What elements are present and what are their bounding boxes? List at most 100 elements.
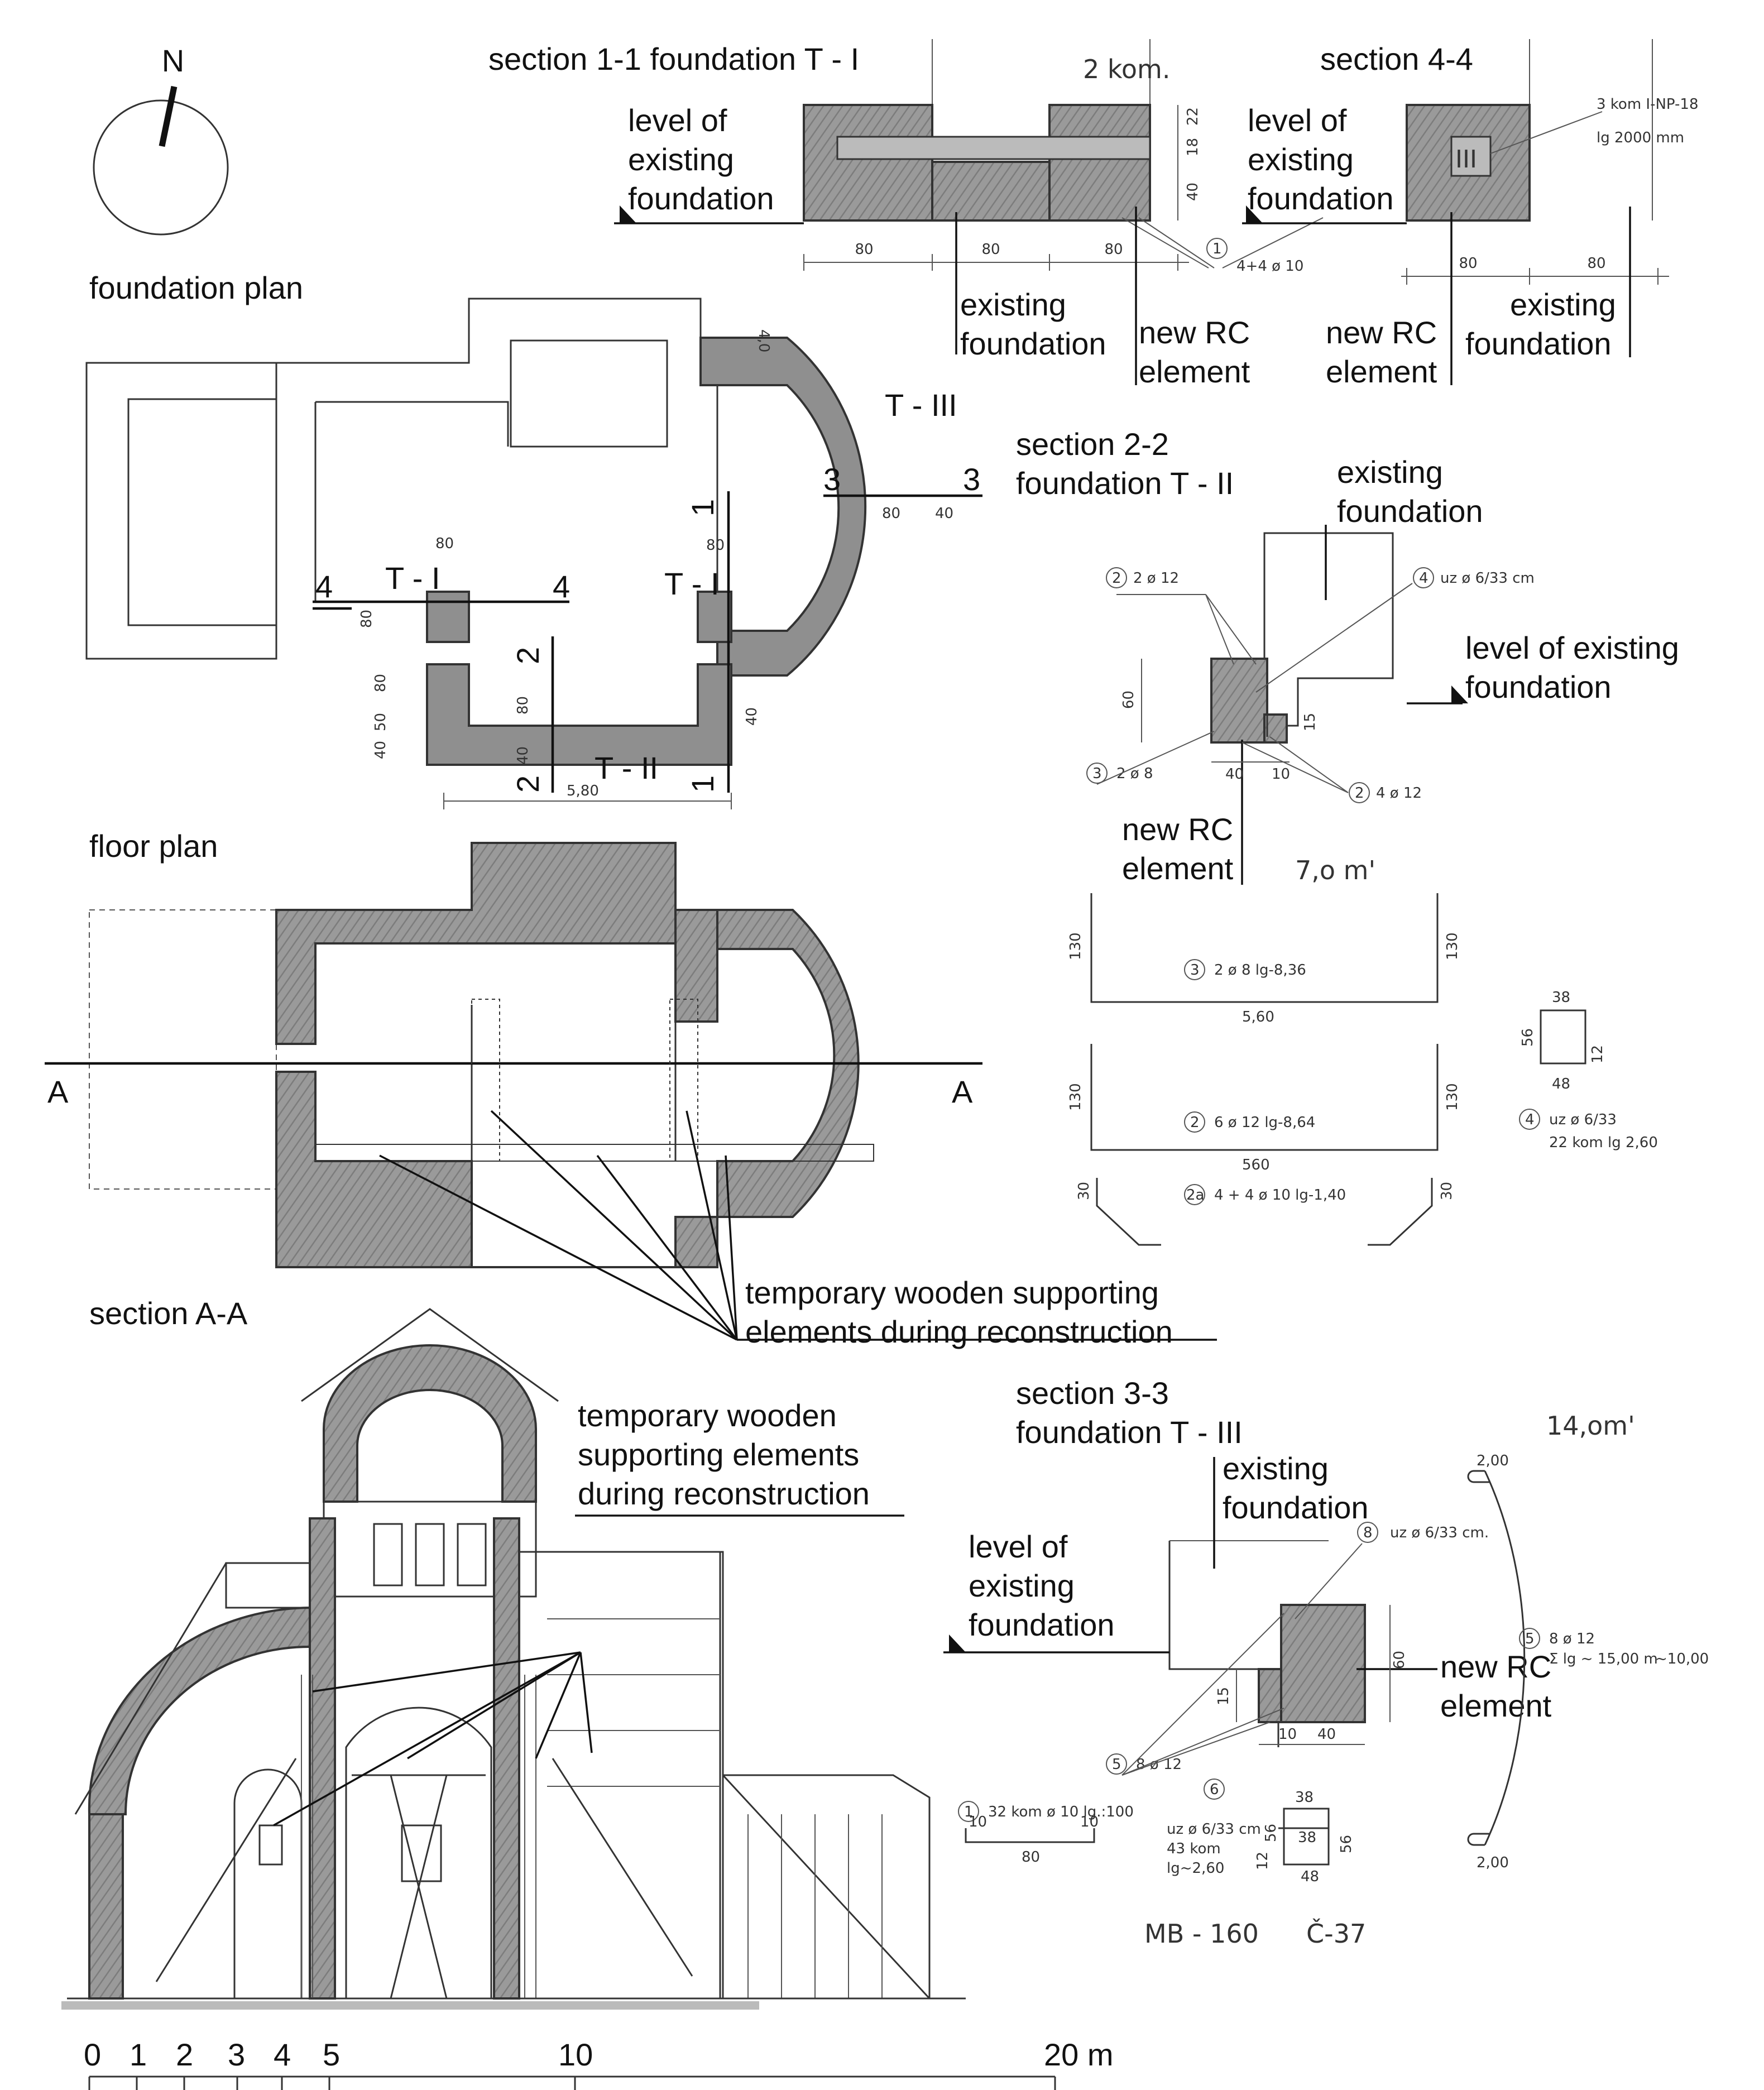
ring-bar-schedule: 14,om' 2,00 2,00 ~10,00 5 8 ø 12 Σ lg ~ … bbox=[1467, 1411, 1709, 1871]
plan-dim-40-v: 40 bbox=[372, 741, 389, 759]
s33-dim-60: 60 bbox=[1391, 1651, 1408, 1669]
s33-bar-6-line3: lg~2,60 bbox=[1167, 1860, 1224, 1877]
s22-bar-4-mark: 4 bbox=[1419, 570, 1429, 587]
s44-level-2: existing bbox=[1248, 142, 1354, 177]
scale-2: 2 bbox=[176, 2037, 193, 2072]
s22-existing-2: foundation bbox=[1337, 493, 1483, 529]
bar-1-mark: 1 bbox=[1212, 241, 1222, 257]
bar2-dim-130-l: 130 bbox=[1067, 1083, 1084, 1111]
s22-bar-4-note: uz ø 6/33 cm bbox=[1440, 570, 1535, 587]
cut-4-right: 4 bbox=[553, 569, 570, 604]
section-3-3-subtitle: foundation T - III bbox=[1016, 1415, 1243, 1450]
section-3-3-title: section 3-3 bbox=[1016, 1375, 1169, 1411]
stir-48: 48 bbox=[1552, 1076, 1570, 1092]
s33-existing-2: foundation bbox=[1223, 1490, 1369, 1525]
north-label: N bbox=[162, 43, 184, 78]
dim-22: 22 bbox=[1185, 107, 1201, 126]
plan-t3: T - III bbox=[885, 387, 957, 423]
plan-dim-50: 50 bbox=[372, 713, 389, 731]
scale-4: 4 bbox=[274, 2037, 291, 2072]
s33-bar1-10b: 10 bbox=[1080, 1814, 1099, 1830]
s22-existing-1: existing bbox=[1337, 454, 1443, 490]
plan-t2: T - II bbox=[595, 750, 658, 785]
s22-dim-60: 60 bbox=[1120, 691, 1137, 709]
concrete-grade: MB - 160 bbox=[1144, 1919, 1259, 1949]
scale-bar: 0 1 2 3 4 5 10 20 m bbox=[84, 2037, 1114, 2090]
bar-schedule-2-2: 130 130 3 2 ø 8 lg-8,36 5,60 130 130 2 6… bbox=[1067, 893, 1658, 1246]
s33-bar-6-mark: 6 bbox=[1210, 1781, 1219, 1798]
s33-bar1-80: 80 bbox=[1022, 1849, 1040, 1866]
dim-80-c: 80 bbox=[1104, 241, 1123, 258]
floor-temp-2: elements during reconstruction bbox=[745, 1314, 1173, 1349]
plan-dim-80-apse: 80 bbox=[882, 505, 900, 522]
s11-level-2: existing bbox=[628, 142, 734, 177]
north-compass: N bbox=[93, 43, 229, 236]
scale-3: 3 bbox=[228, 2037, 245, 2072]
s22-bar-2b-mark: 2 bbox=[1355, 785, 1364, 802]
plan-t1-left: T - I bbox=[385, 560, 440, 596]
aa-temp-1: temporary wooden bbox=[578, 1398, 837, 1433]
ring-bar-length: Σ lg ~ 15,00 m bbox=[1549, 1651, 1658, 1667]
s22-dim-15: 15 bbox=[1302, 713, 1319, 731]
s11-newrc-1: new RC bbox=[1139, 315, 1250, 350]
aa-temp-3: during reconstruction bbox=[578, 1476, 870, 1511]
s44-existing-1: existing bbox=[1510, 287, 1616, 322]
foundation-plan-drawing: T - I T - I T - II T - III 4 4 2 2 1 1 3… bbox=[85, 298, 982, 809]
section-2-2-title: section 2-2 bbox=[1016, 426, 1169, 462]
cut-3-left: 3 bbox=[823, 462, 841, 497]
kom-note: 2 kom. bbox=[1083, 54, 1170, 84]
section-a-right: A bbox=[952, 1074, 973, 1109]
stir-12: 12 bbox=[1589, 1045, 1606, 1063]
s11-existing-1: existing bbox=[960, 287, 1066, 322]
s22-level-2: foundation bbox=[1465, 669, 1612, 704]
s33-bar-6-line1: uz ø 6/33 cm bbox=[1167, 1821, 1261, 1838]
bar2a-mark: 2a bbox=[1186, 1187, 1204, 1204]
cut-1-top: 1 bbox=[685, 499, 720, 516]
cut-1-bottom: 1 bbox=[685, 775, 720, 793]
plan-dim-80-v2: 80 bbox=[372, 674, 389, 692]
floor-plan-title: floor plan bbox=[89, 828, 218, 864]
section-1-1-title: section 1-1 foundation T - I bbox=[488, 41, 859, 76]
bar-4x4-note: 4+4 ø 10 bbox=[1236, 258, 1303, 275]
plan-dim-40-apse: 40 bbox=[935, 505, 953, 522]
plan-dim-40-s2: 40 bbox=[515, 746, 531, 765]
s22-newrc-1: new RC bbox=[1122, 812, 1233, 847]
s44-dim-80-b: 80 bbox=[1587, 255, 1605, 272]
bar2-mark: 2 bbox=[1190, 1114, 1200, 1131]
section-aa-drawing: temporary wooden supporting elements dur… bbox=[61, 1308, 966, 2010]
s33-stir-56b: 56 bbox=[1263, 1824, 1279, 1842]
dim-18: 18 bbox=[1185, 138, 1201, 156]
s33-bar-6-line2: 43 kom bbox=[1167, 1840, 1221, 1857]
s22-dim-40: 40 bbox=[1225, 766, 1244, 783]
ipe-profile-mark: III bbox=[1455, 145, 1477, 174]
s33-existing-1: existing bbox=[1223, 1451, 1329, 1486]
foundation-plan-title: foundation plan bbox=[89, 270, 303, 305]
plan-dim-80-t1: 80 bbox=[435, 535, 454, 552]
s44-dim-80-a: 80 bbox=[1459, 255, 1477, 272]
s22-length-note: 7,o m' bbox=[1295, 855, 1375, 885]
scale-0: 0 bbox=[84, 2037, 101, 2072]
bar3-mark: 3 bbox=[1190, 962, 1200, 979]
s33-bar-8-mark: 8 bbox=[1363, 1525, 1373, 1541]
bar3-dim-560: 5,60 bbox=[1242, 1009, 1274, 1025]
section-4-4-drawing: III 3 kom I-NP-18 lg 2000 mm 80 80 level… bbox=[1242, 39, 1699, 389]
stir-note: uz ø 6/33 bbox=[1549, 1111, 1617, 1128]
s33-bar-1-mark: 1 bbox=[964, 1804, 974, 1820]
section-aa-title: section A-A bbox=[89, 1296, 248, 1331]
s33-newrc-2: element bbox=[1440, 1688, 1552, 1723]
s33-level-2: existing bbox=[969, 1568, 1075, 1603]
scale-1: 1 bbox=[130, 2037, 147, 2072]
cut-2-bottom: 2 bbox=[510, 775, 545, 793]
plan-dim-40-s1: 40 bbox=[744, 707, 760, 726]
ring-bar-mark: 5 bbox=[1525, 1631, 1535, 1647]
ring-dia: ~10,00 bbox=[1655, 1651, 1709, 1667]
scale-10: 10 bbox=[558, 2037, 593, 2072]
s11-level-1: level of bbox=[628, 103, 727, 138]
s33-bar-1-note: 32 kom ø 10 lg.:100 bbox=[988, 1804, 1134, 1820]
s33-level-3: foundation bbox=[969, 1607, 1115, 1642]
s22-bar-3-note: 2 ø 8 bbox=[1116, 765, 1153, 782]
ring-200-top: 2,00 bbox=[1477, 1453, 1509, 1469]
scale-5: 5 bbox=[323, 2037, 340, 2072]
s22-bar-3-mark: 3 bbox=[1092, 765, 1102, 782]
